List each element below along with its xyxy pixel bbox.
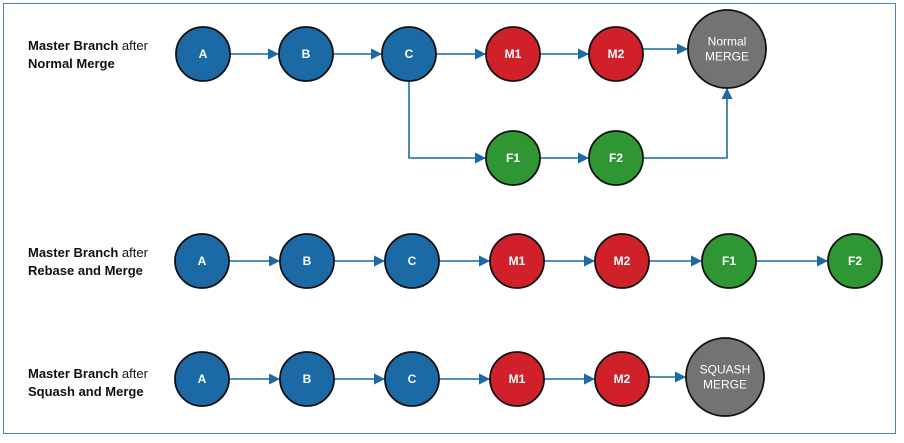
commit-node-m2: M2 [588, 26, 644, 82]
label-bold-1: Master Branch [28, 245, 119, 260]
commit-node-m2: M2 [594, 351, 650, 407]
label-normal: after [118, 245, 148, 260]
commit-node-b: B [278, 26, 334, 82]
commit-label: C [408, 372, 417, 386]
commit-label: MERGE [705, 50, 749, 64]
commit-label: C [405, 47, 414, 61]
commit-circle [588, 130, 644, 186]
commit-circle [278, 26, 334, 82]
row-label-squash-merge: Master Branch after Squash and Merge [28, 365, 148, 401]
commit-circle [588, 26, 644, 82]
commit-node-c: C [384, 351, 440, 407]
commit-label: M2 [614, 254, 631, 268]
commit-node-c: C [384, 233, 440, 289]
commit-node-f2: F2 [588, 130, 644, 186]
label-bold-2: Squash and Merge [28, 384, 144, 399]
commit-label: Normal [708, 35, 747, 49]
commit-label: M1 [509, 254, 526, 268]
commit-label: B [303, 254, 312, 268]
commit-label: F1 [506, 151, 520, 165]
commit-circle [174, 233, 230, 289]
commit-node-m1: M1 [489, 351, 545, 407]
label-bold-1: Master Branch [28, 38, 119, 53]
commit-circle [701, 233, 757, 289]
commit-node-b: B [279, 233, 335, 289]
commit-circle [827, 233, 883, 289]
commit-node-b: B [279, 351, 335, 407]
commit-circle [384, 233, 440, 289]
commit-circle [381, 26, 437, 82]
commit-label: B [302, 47, 311, 61]
commit-node-f2: F2 [827, 233, 883, 289]
commit-label: M2 [614, 372, 631, 386]
label-bold-2: Normal Merge [28, 56, 115, 71]
commit-node-c: C [381, 26, 437, 82]
label-bold-2: Rebase and Merge [28, 263, 143, 278]
diagram-frame [3, 3, 896, 434]
label-normal: after [118, 38, 148, 53]
commit-label: M1 [505, 47, 522, 61]
commit-node-a: A [174, 351, 230, 407]
commit-label: F1 [722, 254, 736, 268]
commit-label: MERGE [703, 378, 747, 392]
commit-node-a: A [175, 26, 231, 82]
commit-circle [489, 351, 545, 407]
label-normal: after [118, 366, 148, 381]
commit-circle [279, 351, 335, 407]
commit-circle [384, 351, 440, 407]
commit-node-m1: M1 [489, 233, 545, 289]
commit-circle [174, 351, 230, 407]
commit-label: B [303, 372, 312, 386]
commit-label: F2 [848, 254, 862, 268]
commit-circle [485, 26, 541, 82]
commit-circle [485, 130, 541, 186]
commit-circle [687, 9, 767, 89]
commit-circle [685, 337, 765, 417]
commit-node-f1: F1 [701, 233, 757, 289]
commit-circle [594, 233, 650, 289]
edge-f2-to-merge [643, 87, 733, 159]
commit-circle [489, 233, 545, 289]
commit-label: M2 [608, 47, 625, 61]
commit-label: F2 [609, 151, 623, 165]
row-label-normal-merge: Master Branch after Normal Merge [28, 37, 148, 73]
commit-circle [279, 233, 335, 289]
commit-label: A [198, 254, 207, 268]
commit-node-m1: M1 [485, 26, 541, 82]
commit-node-f1: F1 [485, 130, 541, 186]
commit-label: A [199, 47, 208, 61]
commit-circle [175, 26, 231, 82]
commit-label: SQUASH [700, 363, 751, 377]
label-bold-1: Master Branch [28, 366, 119, 381]
row-label-rebase-merge: Master Branch after Rebase and Merge [28, 244, 148, 280]
commit-label: M1 [509, 372, 526, 386]
commit-label: C [408, 254, 417, 268]
commit-node-m2: M2 [594, 233, 650, 289]
edge-c-to-f1 [408, 81, 487, 164]
commit-label: A [198, 372, 207, 386]
commit-circle [594, 351, 650, 407]
commit-node-a: A [174, 233, 230, 289]
